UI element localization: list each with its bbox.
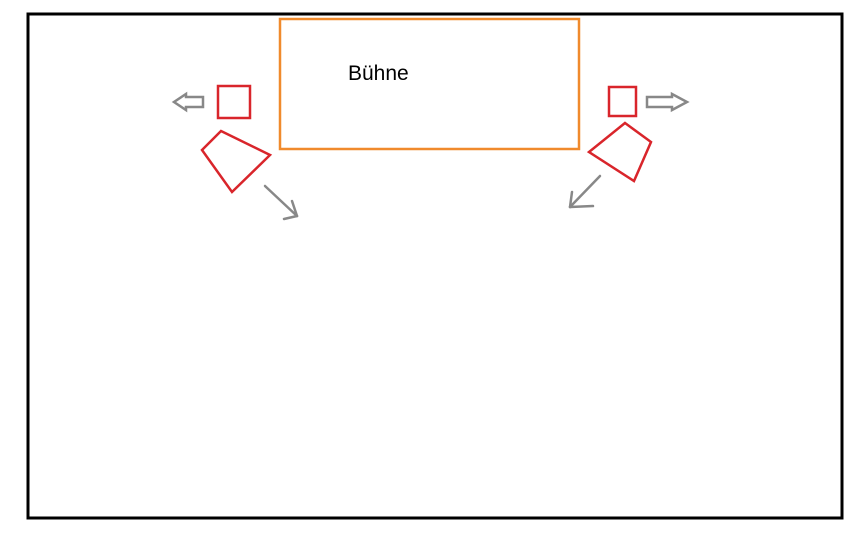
stage-box [278,17,581,151]
right-main-speaker-icon [586,121,653,183]
left-small-speaker-icon [216,84,252,120]
right-small-speaker-icon [607,85,638,118]
left-outline-arrow-icon [171,91,205,113]
left-main-speaker-icon [200,129,273,194]
stage-label: Bühne [348,62,409,85]
left-direction-arrow-icon [263,184,299,221]
room-frame [26,12,844,520]
right-outline-arrow-icon [645,91,690,113]
right-direction-arrow-icon [568,174,602,209]
